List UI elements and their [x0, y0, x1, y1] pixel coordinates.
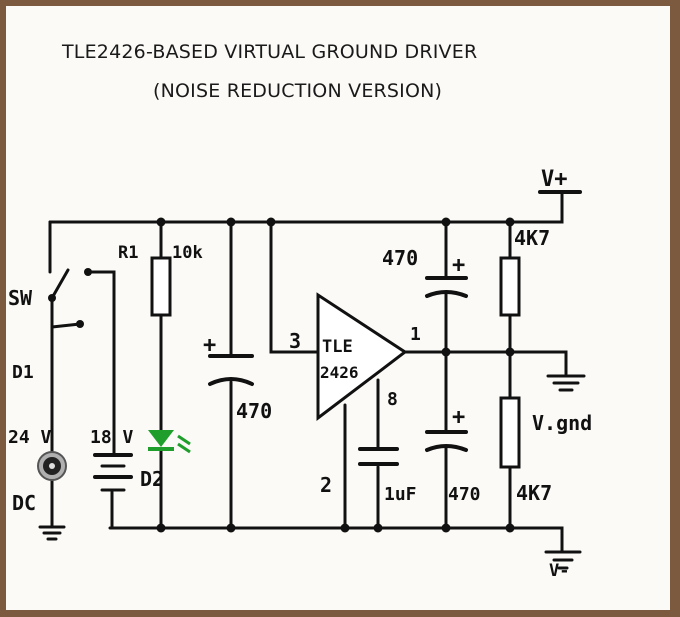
battery-18v [93, 453, 133, 492]
v24-label: 24 V [8, 427, 52, 448]
resistor-r1 [150, 256, 172, 317]
v18-label: 18 V [90, 427, 134, 448]
svg-text:+: + [203, 333, 216, 358]
switch-sw [48, 268, 92, 329]
vplus-label: V+ [541, 167, 568, 192]
svg-text:+: + [452, 253, 465, 278]
led-d2 [148, 430, 191, 454]
pin3-label: 3 [289, 329, 301, 353]
jack-ground-symbol [38, 525, 66, 541]
dc-label: DC [12, 491, 36, 515]
d1-label: D1 [12, 362, 34, 383]
vminus-label: V- [549, 561, 569, 581]
bottom-rail-wire [108, 526, 564, 554]
pin3-wire [269, 220, 320, 354]
r-top-value-label: 4K7 [514, 226, 550, 250]
resistor-bottom [499, 396, 521, 469]
capacitor-bottom: + [425, 405, 468, 452]
r1-value-label: 10k [172, 243, 203, 263]
d2-label: D2 [140, 467, 164, 491]
pin2-label: 2 [320, 473, 332, 497]
capacitor-top: + [425, 253, 468, 298]
battery-feed-wire [86, 270, 116, 457]
pin8-label: 8 [387, 389, 398, 410]
c-top-value-label: 470 [382, 246, 418, 270]
top-rail-wire [48, 190, 564, 224]
vgnd-ground-symbol [546, 374, 586, 392]
c1-value-label: 470 [236, 399, 272, 423]
pin1-label: 1 [410, 324, 421, 345]
sw-label: SW [8, 286, 33, 310]
wires [48, 190, 568, 554]
noise-cap-value-label: 1uF [384, 484, 417, 505]
vgnd-label: V.gnd [532, 411, 592, 435]
r-bottom-value-label: 4K7 [516, 481, 552, 505]
capacitor-noise [358, 447, 399, 466]
r1-label: R1 [118, 243, 138, 263]
svg-text:+: + [452, 405, 465, 430]
ic-line1-label: TLE [322, 337, 353, 357]
resistor-top [499, 256, 521, 317]
output-wire [403, 350, 568, 376]
vminus-terminal [544, 550, 582, 570]
capacitor-c1: + [203, 333, 254, 386]
title-line-1: TLE2426-BASED VIRTUAL GROUND DRIVER [61, 41, 477, 63]
c-bottom-value-label: 470 [448, 484, 481, 505]
ic-tle2426 [316, 292, 408, 422]
dc-jack [37, 451, 67, 481]
title-line-2: (NOISE REDUCTION VERSION) [153, 80, 442, 102]
junction-dots [156, 217, 515, 533]
ic-line2-label: 2426 [320, 363, 359, 382]
